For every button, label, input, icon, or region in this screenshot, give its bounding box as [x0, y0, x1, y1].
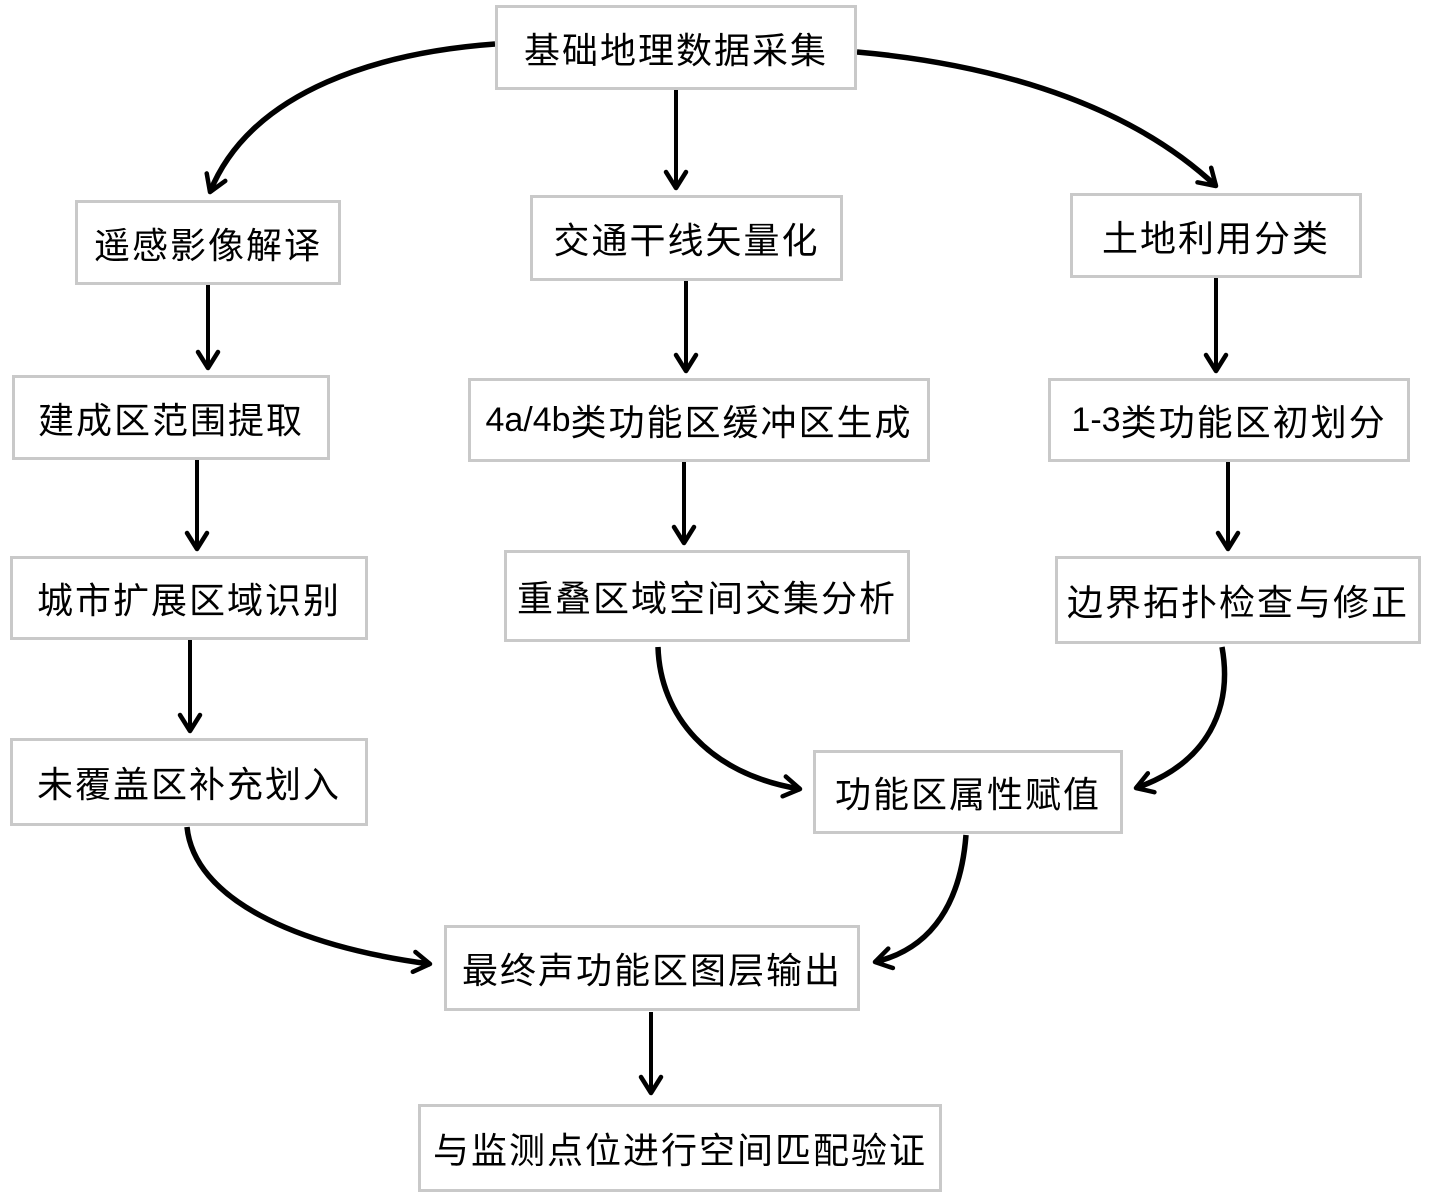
- flow-node-attribute-assign: 功能区属性赋值: [813, 750, 1123, 834]
- flow-node-uncovered-area: 未覆盖区补充划入: [10, 738, 368, 826]
- edge-collect-rs: [204, 41, 496, 195]
- flow-node-final-layer-output-label: 最终声功能区图层输出: [461, 951, 842, 991]
- flow-node-spatial-validation-label: 与监测点位进行空间匹配验证: [432, 1131, 927, 1171]
- flow-node-landuse-classify: 土地利用分类: [1070, 193, 1362, 278]
- edge-uncovered-output: [184, 826, 433, 975]
- flow-node-urban-expansion-label: 城市扩展区域识别: [36, 581, 341, 621]
- flow-node-traffic-vector: 交通干线矢量化: [530, 195, 843, 281]
- edge-topology-attr: [1133, 646, 1228, 795]
- flow-node-collect-label: 基础地理数据采集: [523, 30, 828, 71]
- flow-node-initial-division-label: 类功能区初划分: [1120, 403, 1387, 443]
- flow-node-overlap-analysis: 重叠区域空间交集分析: [504, 550, 910, 642]
- flow-node-overlap-analysis-label: 重叠区域空间交集分析: [516, 579, 897, 619]
- edge-overlap-attr: [655, 646, 803, 799]
- flow-node-initial-division-prefix: 1-3: [1071, 400, 1121, 439]
- flow-node-traffic-vector-label: 交通干线矢量化: [553, 221, 820, 261]
- flow-node-buffer-generate-prefix: 4a/4b: [485, 400, 571, 439]
- flow-node-attribute-assign-label: 功能区属性赋值: [834, 775, 1101, 815]
- flow-node-builtup-extract-label: 建成区范围提取: [37, 400, 304, 441]
- flow-node-collect: 基础地理数据采集: [495, 5, 857, 90]
- flow-node-final-layer-output: 最终声功能区图层输出: [444, 925, 860, 1011]
- flow-node-buffer-generate: 4a/4b 类功能区缓冲区生成: [468, 378, 930, 462]
- flow-node-builtup-extract: 建成区范围提取: [12, 375, 330, 460]
- flow-node-initial-division: 1-3 类功能区初划分: [1048, 378, 1410, 462]
- flow-node-buffer-generate-label: 类功能区缓冲区生成: [570, 403, 913, 443]
- flow-node-landuse-classify-label: 土地利用分类: [1101, 218, 1330, 259]
- edge-attr-output: [872, 834, 969, 971]
- flow-node-urban-expansion: 城市扩展区域识别: [10, 556, 368, 640]
- flow-node-remote-sensing-label: 遥感影像解译: [93, 225, 322, 266]
- flow-node-uncovered-area-label: 未覆盖区补充划入: [36, 765, 341, 805]
- flow-node-topology-check-label: 边界拓扑检查与修正: [1066, 583, 1409, 623]
- flow-node-remote-sensing: 遥感影像解译: [75, 200, 341, 285]
- flow-node-topology-check: 边界拓扑检查与修正: [1055, 556, 1421, 644]
- edge-collect-landuse: [856, 49, 1219, 189]
- flow-node-spatial-validation: 与监测点位进行空间匹配验证: [418, 1104, 942, 1192]
